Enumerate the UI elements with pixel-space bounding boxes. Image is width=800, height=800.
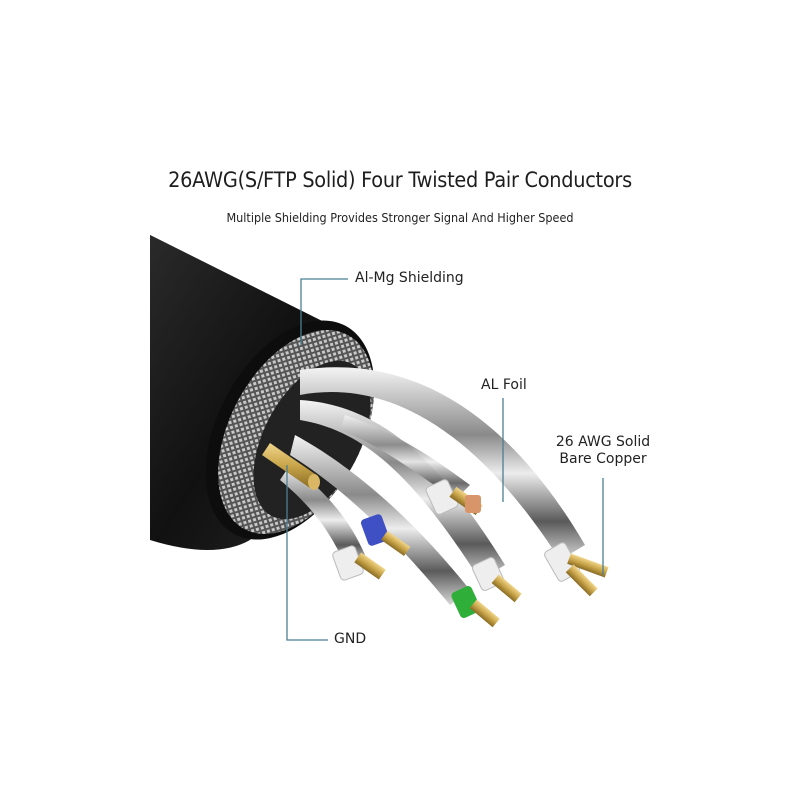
page-title: 26AWG(S/FTP Solid) Four Twisted Pair Con…	[168, 168, 632, 192]
callout-al-foil: AL Foil	[481, 377, 527, 393]
callout-al-mg-shielding: Al-Mg Shielding	[355, 270, 464, 286]
conductor-white-1	[332, 545, 386, 581]
leader-gnd	[286, 465, 328, 641]
conductor-blue	[361, 514, 411, 556]
leader-shielding	[300, 278, 348, 345]
callout-gnd: GND	[334, 631, 367, 647]
conductor-white-3	[472, 557, 522, 603]
callout-copper-line2: Bare Copper	[559, 451, 647, 467]
page-subtitle: Multiple Shielding Provides Stronger Sig…	[226, 210, 574, 225]
conductor-green	[451, 585, 500, 628]
conductor-white-4	[544, 542, 609, 597]
leader-lines	[286, 278, 604, 641]
drain-wire	[262, 443, 320, 490]
callout-copper-line1: 26 AWG Solid	[555, 434, 651, 450]
conductor-orange	[465, 495, 481, 513]
callout-copper: 26 AWG Solid Bare Copper	[553, 434, 653, 468]
